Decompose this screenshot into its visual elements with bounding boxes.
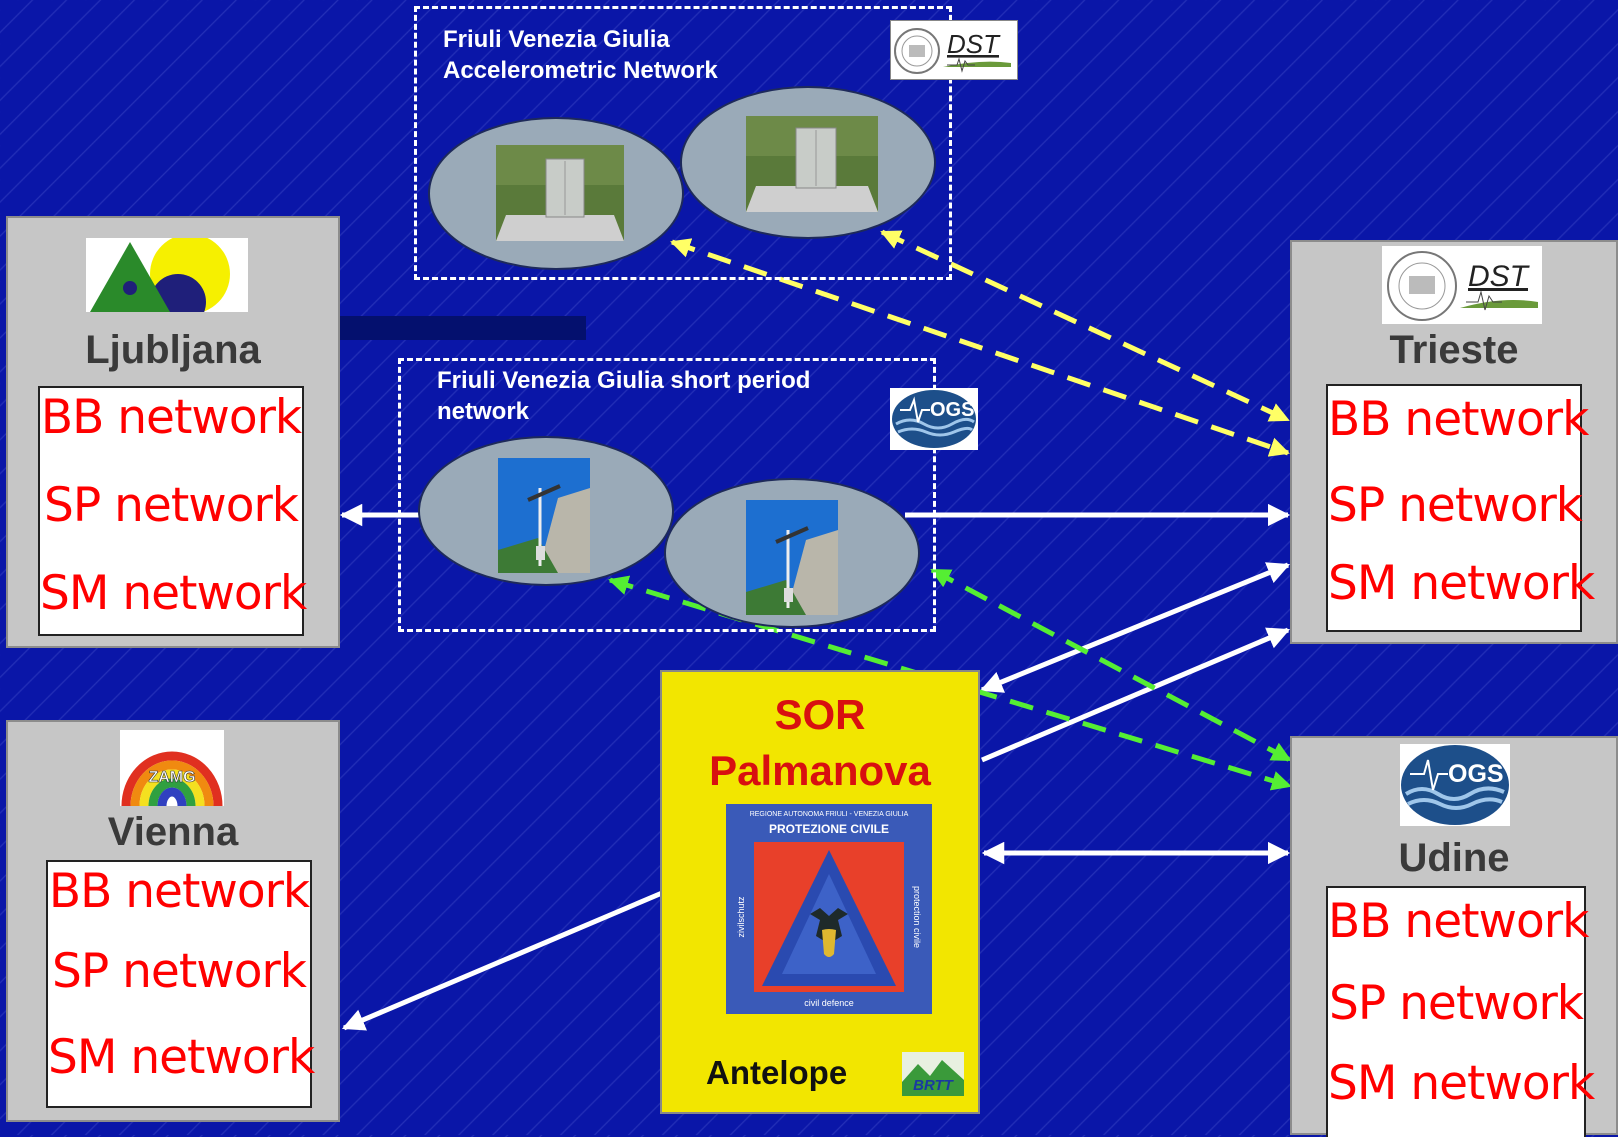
vienna-bb-network: BB network xyxy=(48,864,310,919)
trieste-sp-network: SP network xyxy=(1328,478,1583,533)
sor-title-line2: Palmanova xyxy=(709,747,931,794)
ljubljana-bb-network: BB network xyxy=(40,390,302,445)
vienna-network-list: BB network SP network SM network xyxy=(46,860,315,1108)
udine-network-list: BB network SP network SM network xyxy=(1326,886,1595,1137)
vienna-sp-network: SP network xyxy=(52,944,307,999)
udine-ogs-logo: OGS xyxy=(1400,744,1510,826)
short-period-network-title: Friuli Venezia Giulia short period netwo… xyxy=(437,367,811,425)
station-photo-1 xyxy=(496,145,624,241)
accelerometric-network-title: Friuli Venezia Giulia Accelerometric Net… xyxy=(443,26,718,84)
ljubljana-name: Ljubljana xyxy=(85,328,261,372)
sor-title-line1: SOR xyxy=(774,691,866,738)
station-photo-3 xyxy=(498,458,590,573)
udine-bb-network: BB network xyxy=(1328,894,1589,949)
station-photo-2 xyxy=(746,116,878,212)
vienna-node: ZAMG Vienna BB network SP network SM net… xyxy=(6,720,340,1122)
short-period-station-1 xyxy=(418,436,674,586)
sor-palmanova-node: SOR Palmanova REGIONE AUTONOMA FRIULI - … xyxy=(660,670,980,1114)
ogs-logo-small: OGS xyxy=(890,388,978,450)
dst-logo: DST xyxy=(890,20,1018,80)
brtt-logo-text: BRTT xyxy=(913,1077,955,1094)
trieste-network-list: BB network SP network SM network xyxy=(1326,384,1595,632)
trieste-name: Trieste xyxy=(1389,328,1519,372)
emblem-title-text: PROTEZIONE CIVILE xyxy=(769,822,889,836)
antelope-label: Antelope xyxy=(706,1054,848,1091)
accelerometric-network-region xyxy=(414,6,952,280)
emblem-top-text: REGIONE AUTONOMA FRIULI - VENEZIA GIULIA xyxy=(750,811,909,818)
udine-name: Udine xyxy=(1398,836,1510,880)
zamg-logo-graphic: ZAMG xyxy=(121,751,223,807)
accelerometric-station-1 xyxy=(428,117,684,270)
zamg-logo-text: ZAMG xyxy=(148,769,195,786)
ljubljana-sp-network: SP network xyxy=(44,478,299,533)
vienna-name: Vienna xyxy=(107,810,239,854)
trieste-dst-logo: DST xyxy=(1382,246,1542,324)
accelerometric-station-2 xyxy=(680,86,936,239)
trieste-dst-logo-graphic: DST xyxy=(1387,251,1538,321)
sp-right-udine-link xyxy=(930,567,1292,763)
station-photo-4 xyxy=(746,500,838,615)
short-period-station-2 xyxy=(664,478,920,628)
trieste-node: DST Trieste BB network SP network SM net… xyxy=(1290,240,1618,644)
udine-sm-network: SM network xyxy=(1328,1056,1595,1111)
ljubljana-logo-graphic xyxy=(90,234,230,330)
trieste-sm-network: SM network xyxy=(1328,556,1595,611)
dst-logo-text: DST xyxy=(947,29,1001,59)
vienna-sm-network: SM network xyxy=(48,1030,315,1085)
ljubljana-logo xyxy=(86,234,248,330)
ljubljana-node: Ljubljana BB network SP network SM netwo… xyxy=(6,216,340,648)
ljubljana-sm-network: SM network xyxy=(40,566,307,621)
sor-to-vienna-arrow xyxy=(341,890,663,1031)
ogs-logo-small-text: OGS xyxy=(930,399,974,421)
dst-logo-graphic: DST xyxy=(894,28,1011,74)
emblem-left-text: zivilschutz xyxy=(736,896,746,938)
trieste-bb-network: BB network xyxy=(1328,392,1589,447)
emblem-bottom-text: civil defence xyxy=(804,998,854,1008)
trieste-dst-logo-text: DST xyxy=(1468,260,1531,293)
emblem-right-text: protection civile xyxy=(912,886,922,948)
protezione-civile-emblem: REGIONE AUTONOMA FRIULI - VENEZIA GIULIA… xyxy=(726,804,932,1014)
udine-node: OGS Udine BB network SP network SM netwo… xyxy=(1290,736,1618,1137)
udine-sp-network: SP network xyxy=(1329,976,1584,1031)
ogs-logo-graphic: OGS xyxy=(892,390,976,448)
brtt-logo: BRTT xyxy=(902,1052,964,1096)
zamg-logo: ZAMG xyxy=(120,730,224,807)
udine-ogs-logo-graphic: OGS xyxy=(1401,745,1509,825)
trieste-sor-arrow xyxy=(979,562,1291,693)
ljubljana-network-list: BB network SP network SM network xyxy=(38,386,307,636)
udine-ogs-logo-text: OGS xyxy=(1448,760,1504,788)
short-period-network-region xyxy=(398,358,936,632)
decorative-bar xyxy=(340,316,586,340)
